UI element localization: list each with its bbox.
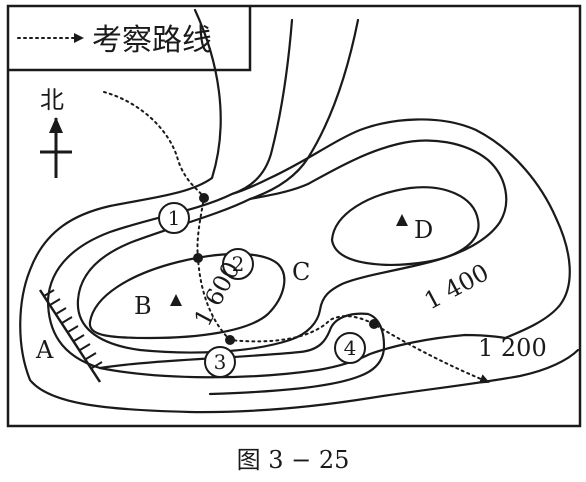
contour-label-1200: 1 200	[478, 334, 547, 362]
north-arrow: 北	[40, 86, 72, 178]
stop-dot-2	[193, 253, 203, 263]
svg-text:3: 3	[214, 350, 227, 374]
north-arrow-head	[49, 117, 63, 133]
contour-1200	[19, 8, 580, 414]
point-label-d: D	[414, 216, 433, 244]
stop-dot-4	[369, 319, 379, 329]
contour-valley-lower	[98, 312, 386, 396]
contour-summit-d	[330, 186, 480, 266]
contour-label-1400: 1 400	[420, 258, 494, 315]
point-label-b: B	[134, 292, 152, 320]
contour-label-1600: 1 600	[189, 257, 246, 331]
contour-ridge-line-2	[248, 18, 360, 201]
map-frame	[6, 4, 582, 428]
svg-text:4: 4	[344, 336, 357, 360]
contour-ridge-line-1	[230, 18, 294, 196]
stop-label-4: 4	[334, 332, 366, 364]
point-label-a: A	[35, 336, 54, 364]
legend-label: 考察路线	[92, 23, 212, 58]
svg-text:1: 1	[168, 206, 181, 230]
stop-label-3: 3	[204, 346, 236, 378]
contour-summit-b	[88, 252, 286, 340]
legend-box	[8, 6, 252, 72]
peak-symbol-d	[396, 214, 408, 226]
stop-dot-3	[225, 335, 235, 345]
figure-caption: 图 3 − 25	[237, 446, 350, 474]
stop-label-1: 1	[158, 202, 190, 234]
contour-1600-outer	[76, 139, 508, 354]
peak-symbol-b	[170, 294, 182, 306]
stop-label-2: 2	[222, 248, 254, 280]
stop-dot-1	[199, 193, 209, 203]
legend: 考察路线	[8, 6, 252, 72]
point-label-c: C	[292, 258, 310, 286]
north-label: 北	[40, 86, 64, 114]
svg-text:2: 2	[232, 252, 245, 276]
cliff-symbol-a	[38, 289, 103, 383]
